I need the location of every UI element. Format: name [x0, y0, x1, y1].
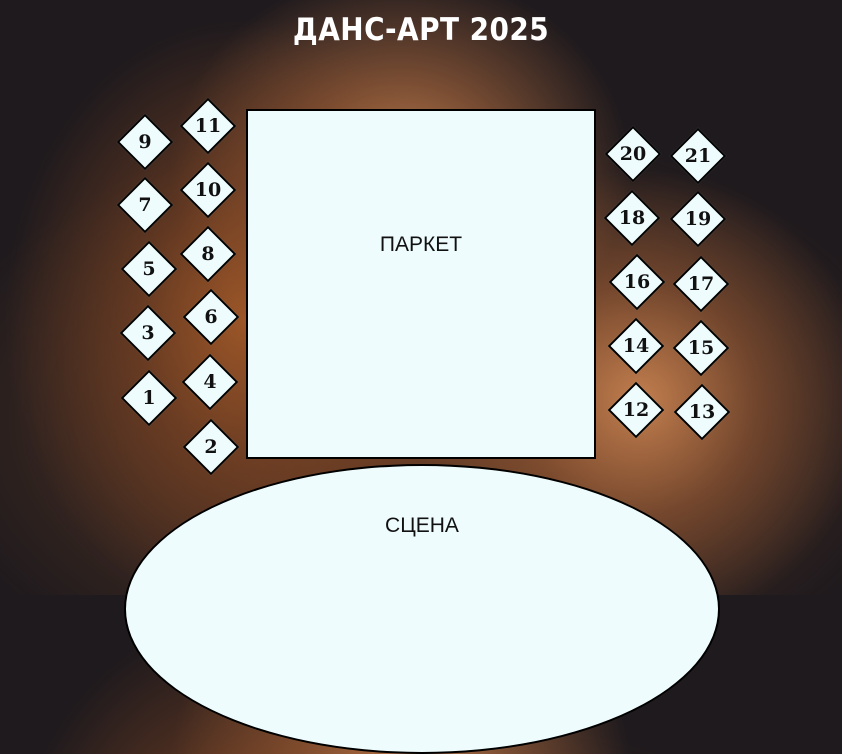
table-20[interactable]: 20: [604, 125, 662, 183]
table-13[interactable]: 13: [673, 383, 731, 441]
table-17[interactable]: 17: [672, 255, 730, 313]
table-18[interactable]: 18: [603, 189, 661, 247]
table-number: 18: [618, 207, 646, 229]
table-5[interactable]: 5: [120, 240, 178, 298]
table-11[interactable]: 11: [179, 97, 237, 155]
table-number: 12: [622, 399, 650, 421]
table-number: 4: [203, 371, 217, 393]
table-16[interactable]: 16: [608, 253, 666, 311]
table-number: 9: [138, 131, 152, 153]
table-number: 20: [619, 143, 647, 165]
table-number: 21: [684, 145, 712, 167]
table-8[interactable]: 8: [179, 225, 237, 283]
dance-floor-label: ПАРКЕТ: [379, 233, 463, 256]
table-number: 7: [138, 194, 152, 216]
table-4[interactable]: 4: [181, 353, 239, 411]
table-number: 15: [687, 337, 715, 359]
table-number: 10: [194, 179, 222, 201]
table-number: 8: [201, 243, 215, 265]
table-number: 16: [623, 271, 651, 293]
table-number: 6: [204, 306, 218, 328]
table-number: 11: [194, 115, 222, 137]
table-19[interactable]: 19: [669, 190, 727, 248]
table-10[interactable]: 10: [179, 161, 237, 219]
table-15[interactable]: 15: [672, 319, 730, 377]
table-2[interactable]: 2: [182, 418, 240, 476]
table-7[interactable]: 7: [116, 176, 174, 234]
table-6[interactable]: 6: [182, 288, 240, 346]
table-14[interactable]: 14: [607, 317, 665, 375]
table-number: 3: [141, 322, 155, 344]
table-9[interactable]: 9: [116, 113, 174, 171]
table-12[interactable]: 12: [607, 381, 665, 439]
table-number: 17: [687, 273, 715, 295]
dance-floor: ПАРКЕТ: [246, 109, 596, 459]
table-1[interactable]: 1: [120, 369, 178, 427]
stage: СЦЕНА: [124, 464, 720, 754]
table-number: 1: [142, 387, 156, 409]
table-21[interactable]: 21: [669, 127, 727, 185]
table-number: 2: [204, 436, 218, 458]
stage-label: СЦЕНА: [385, 514, 459, 537]
page-title: ДАНС-АРТ 2025: [292, 12, 550, 48]
table-number: 13: [688, 401, 716, 423]
table-number: 5: [142, 258, 156, 280]
table-number: 14: [622, 335, 650, 357]
table-number: 19: [684, 208, 712, 230]
table-3[interactable]: 3: [119, 304, 177, 362]
